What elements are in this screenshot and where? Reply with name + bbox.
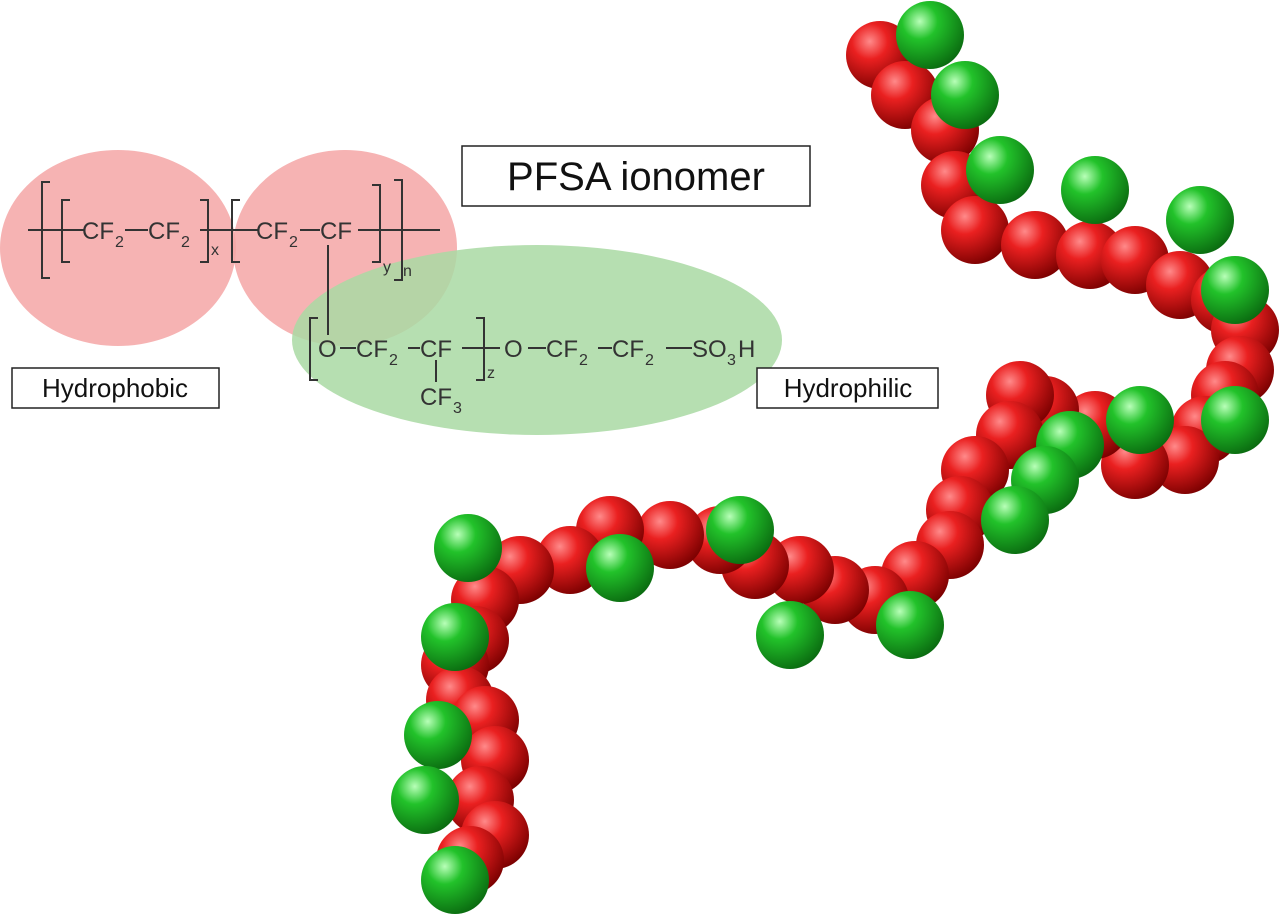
svg-text:3: 3: [727, 352, 736, 369]
hydrophilic-bead: [391, 766, 459, 834]
svg-text:CF: CF: [82, 218, 114, 245]
svg-text:z: z: [487, 365, 495, 382]
hydrophilic-bead: [421, 846, 489, 914]
hydrophilic-bead: [756, 601, 824, 669]
svg-text:2: 2: [645, 352, 654, 369]
hydrophilic-bead: [421, 603, 489, 671]
hydrophilic-label-box: Hydrophilic: [756, 367, 939, 409]
hydrophobic-bead: [1151, 426, 1219, 494]
svg-text:2: 2: [579, 352, 588, 369]
hydrophobic-bead: [636, 501, 704, 569]
formula-text: CF 2 CF 2 x CF 2 CF y n O CF 2 CF z O CF…: [82, 218, 755, 417]
svg-text:CF: CF: [356, 336, 388, 363]
svg-text:SO: SO: [692, 336, 727, 363]
hydrophobic-bead: [941, 196, 1009, 264]
svg-text:n: n: [403, 263, 412, 280]
svg-text:3: 3: [453, 400, 462, 417]
svg-text:O: O: [504, 336, 523, 363]
hydrophilic-bead: [1201, 386, 1269, 454]
hydrophilic-bead: [1201, 256, 1269, 324]
svg-text:x: x: [211, 242, 219, 259]
title-box: PFSA ionomer: [461, 145, 811, 207]
hydrophilic-bead: [404, 701, 472, 769]
hydrophilic-bead: [1106, 386, 1174, 454]
hydrophilic-region: [292, 245, 782, 435]
svg-text:2: 2: [389, 352, 398, 369]
svg-text:CF: CF: [256, 218, 288, 245]
hydrophilic-bead: [1061, 156, 1129, 224]
svg-text:CF: CF: [612, 336, 644, 363]
svg-text:2: 2: [115, 234, 124, 251]
hydrophilic-bead: [966, 136, 1034, 204]
svg-text:H: H: [738, 336, 755, 363]
svg-text:O: O: [318, 336, 337, 363]
hydrophilic-bead: [1166, 186, 1234, 254]
hydrophobic-label: Hydrophobic: [42, 373, 188, 403]
hydrophilic-bead: [434, 514, 502, 582]
svg-text:CF: CF: [320, 218, 352, 245]
bead-chain-model: [391, 1, 1279, 914]
hydrophilic-bead: [981, 486, 1049, 554]
svg-text:CF: CF: [420, 384, 452, 411]
svg-text:2: 2: [181, 234, 190, 251]
svg-text:y: y: [383, 259, 391, 276]
hydrophobic-region-left: [0, 150, 236, 346]
hydrophobic-label-box: Hydrophobic: [11, 367, 220, 409]
page-title: PFSA ionomer: [507, 155, 765, 199]
svg-text:2: 2: [289, 234, 298, 251]
hydrophilic-bead: [896, 1, 964, 69]
svg-text:CF: CF: [420, 336, 452, 363]
svg-text:CF: CF: [148, 218, 180, 245]
hydrophilic-bead: [586, 534, 654, 602]
hydrophilic-label: Hydrophilic: [784, 373, 913, 403]
chemical-formula: [28, 179, 692, 382]
svg-text:CF: CF: [546, 336, 578, 363]
hydrophilic-bead: [931, 61, 999, 129]
hydrophilic-bead: [706, 496, 774, 564]
hydrophobic-bead: [1001, 211, 1069, 279]
hydrophilic-bead: [876, 591, 944, 659]
